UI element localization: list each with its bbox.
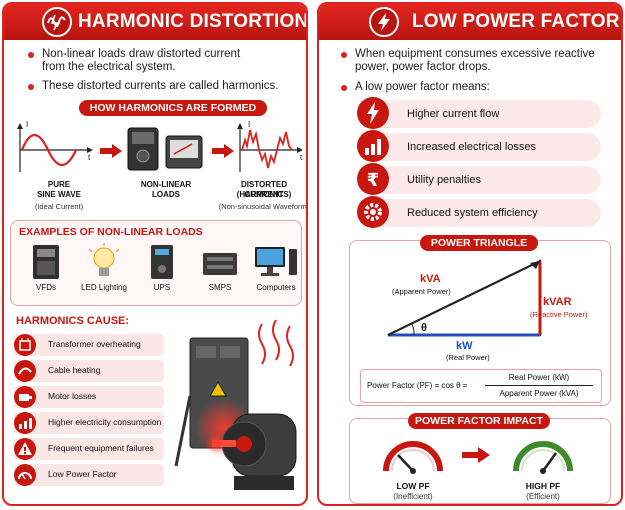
load-vfd: VFDs — [21, 243, 71, 301]
distorted-sub: (Non-sinusoidal Waveform) — [218, 202, 308, 211]
pure-label-1: PURE — [47, 180, 71, 189]
pure-sine-wave — [17, 123, 93, 172]
chart-icon — [357, 130, 389, 162]
pure-axis-i: I — [26, 120, 29, 129]
load-ups: UPS — [137, 243, 187, 301]
kva-sub: (Apparent Power) — [392, 287, 451, 296]
power-factor-title: LOW POWER FACTOR — [412, 11, 620, 32]
pure-label-2: SINE WAVE — [37, 190, 81, 199]
cause-cable: Cable heating — [14, 360, 164, 382]
bullet-low-pf-means: A low power factor means: — [341, 81, 595, 94]
pure-axis-t: t — [88, 153, 91, 162]
theta-label: θ — [421, 322, 427, 334]
warning-icon — [14, 438, 36, 460]
kw-label: kW — [456, 340, 473, 352]
distorted-label-1: DISTORTED CURRENT — [240, 180, 288, 199]
harmonic-header: HARMONIC DISTORTION — [4, 4, 306, 40]
power-triangle-box: POWER TRIANGLE kVA (Apparent Power) kVAR… — [349, 235, 611, 406]
cause-failures: Frequent equipment failures — [14, 438, 164, 460]
examples-title: EXAMPLES OF NON-LINEAR LOADS — [19, 226, 203, 238]
kw-sub: (Real Power) — [446, 353, 490, 362]
kvar-sub: (Reactive Power) — [530, 310, 588, 319]
power-triangle-diagram — [387, 259, 542, 337]
cause-motor: Motor losses — [14, 386, 164, 408]
low-pf-sub: (Inefficient) — [393, 492, 433, 501]
load-computers: Computers — [251, 243, 301, 301]
distorted-label-2: (HARMONICS) — [236, 190, 292, 199]
lightning-icon — [369, 7, 399, 37]
means-losses: Increased electrical losses — [357, 130, 601, 162]
cause-transformer: Transformer overheating — [14, 334, 164, 356]
high-pf-sub: (Efficient) — [526, 492, 560, 501]
distortion-wave-icon — [42, 7, 72, 37]
pf-impact-box: POWER FACTOR IMPACT LOW PF (Inefficient)… — [349, 413, 611, 504]
load-smps: SMPS — [195, 243, 245, 301]
nonlinear-device-icon — [127, 127, 203, 171]
lightning-icon — [357, 97, 389, 129]
kva-label: kVA — [420, 273, 441, 285]
high-pf-label: HIGH PF — [525, 481, 561, 491]
power-factor-header: LOW POWER FACTOR — [319, 4, 621, 40]
pf-impact-title: POWER FACTOR IMPACT — [408, 413, 550, 429]
distorted-wave — [237, 123, 303, 172]
arrow-right-icon — [100, 144, 122, 158]
pf-formula-box: Power Factor (PF) = cos θ = Real Power (… — [360, 369, 602, 403]
bullet-reactive: When equipment consumes excessive reacti… — [341, 48, 595, 74]
low-pf-label: LOW PF — [396, 481, 430, 491]
gauge-icon — [14, 464, 36, 486]
cable-icon — [14, 360, 36, 382]
examples-box: EXAMPLES OF NON-LINEAR LOADS VFDs LED Li… — [10, 220, 302, 306]
rupee-icon: ₹ — [357, 163, 389, 195]
how-formed-title: HOW HARMONICS ARE FORMED — [79, 100, 267, 116]
high-pf-gauge-icon — [513, 441, 573, 474]
formula-divider — [485, 385, 593, 386]
chart-icon — [14, 412, 36, 434]
arrow-right-icon — [212, 144, 234, 158]
ups-icon — [151, 245, 173, 279]
means-current: Higher current flow — [357, 97, 601, 129]
causes-title: HARMONICS CAUSE: — [16, 315, 130, 327]
distorted-axis-i: I — [248, 120, 251, 129]
means-penalties: ₹ Utility penalties — [357, 163, 601, 195]
transformer-icon — [14, 334, 36, 356]
arrow-right-icon — [462, 447, 490, 463]
load-led: LED Lighting — [79, 243, 129, 301]
cause-low-pf: Low Power Factor — [14, 464, 164, 486]
nonlinear-label-1: NON-LINEAR — [140, 180, 192, 189]
harmonic-distortion-panel: HARMONIC DISTORTION Non-linear loads dra… — [2, 2, 308, 506]
low-power-factor-panel: LOW POWER FACTOR When equipment consumes… — [317, 2, 623, 506]
vfd-icon — [33, 245, 59, 279]
bullet-nonlinear: Non-linear loads draw distorted current … — [28, 48, 262, 74]
means-efficiency: Reduced system efficiency — [357, 196, 601, 228]
computer-icon — [255, 247, 297, 276]
nonlinear-label-2: LOADS — [152, 190, 180, 199]
low-pf-gauge-icon — [383, 441, 443, 474]
cause-consumption: Higher electricity consumption — [14, 412, 164, 434]
formula-denominator: Apparent Power (kVA) — [499, 389, 579, 398]
bullet-harmonics: These distorted currents are called harm… — [28, 80, 292, 93]
motor-icon — [14, 386, 36, 408]
svg-text:₹: ₹ — [367, 170, 380, 191]
pure-sub: (Ideal Current) — [34, 202, 84, 211]
formula-left: Power Factor (PF) = cos θ = — [367, 381, 468, 390]
gear-icon — [357, 196, 389, 228]
power-triangle-title: POWER TRIANGLE — [420, 235, 538, 251]
motor-illustration — [174, 319, 297, 490]
formula-numerator: Real Power (kW) — [508, 373, 570, 382]
kvar-label: kVAR — [543, 296, 572, 308]
harmonic-title: HARMONIC DISTORTION — [78, 11, 308, 32]
distorted-axis-t: t — [300, 153, 303, 162]
smps-icon — [203, 253, 237, 275]
led-bulb-icon — [88, 243, 120, 276]
